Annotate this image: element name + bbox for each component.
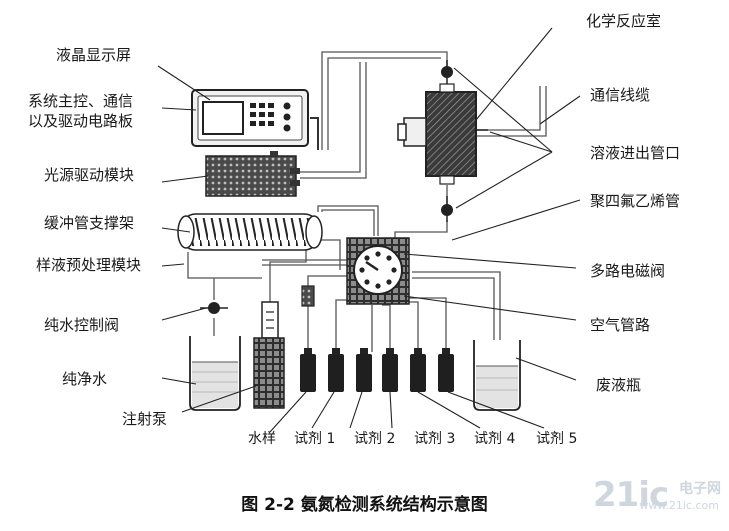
label-reagent-4: 试剂 4 xyxy=(474,431,516,447)
label-sample: 水样 xyxy=(248,431,276,447)
label-buffer-support: 缓冲管支撑架 xyxy=(44,214,135,232)
main-control-unit xyxy=(191,89,309,147)
watermark-logo: 21ic xyxy=(593,475,669,515)
label-main-control-line1: 系统主控、通信 xyxy=(28,92,134,110)
figure-caption: 图 2-2 氨氮检测系统结构示意图 xyxy=(241,495,488,515)
bottle-reagent-4 xyxy=(410,348,426,392)
tubing-network xyxy=(187,51,547,352)
label-air-path: 空气管路 xyxy=(590,316,651,334)
label-main-control-line2: 以及驱动电路板 xyxy=(28,112,134,130)
watermark: 21ic 电子网 www.21ic.com xyxy=(593,478,723,522)
pinch-valve-top xyxy=(441,60,453,84)
label-comm-cable: 通信线缆 xyxy=(590,86,651,104)
leader-lines xyxy=(157,27,581,433)
label-multi-valve: 多路电磁阀 xyxy=(590,262,666,280)
chemical-reactor xyxy=(397,83,488,185)
syringe-pump xyxy=(253,301,285,409)
keypad xyxy=(250,102,291,132)
label-reactor: 化学反应室 xyxy=(586,12,662,30)
label-reagent-5: 试剂 5 xyxy=(536,431,578,447)
label-pipe-io: 溶液进出管口 xyxy=(590,144,681,162)
label-reagent-1: 试剂 1 xyxy=(294,431,336,447)
pretreat-module xyxy=(301,285,315,307)
bottle-reagent-1 xyxy=(328,348,344,392)
buffer-coil xyxy=(177,213,323,251)
pure-water-beaker xyxy=(189,336,241,411)
label-waste: 废液瓶 xyxy=(596,376,642,394)
light-driver-module xyxy=(205,151,300,197)
bottle-reagent-3 xyxy=(382,348,398,392)
pinch-valve-bottom xyxy=(441,196,453,222)
watermark-sub: 电子网 xyxy=(679,481,721,497)
label-pure-valve: 纯水控制阀 xyxy=(44,316,120,334)
waste-beaker xyxy=(473,340,521,411)
lcd-screen xyxy=(202,101,244,135)
bottle-reagent-5 xyxy=(438,348,454,392)
label-reagent-3: 试剂 3 xyxy=(414,431,456,447)
multi-way-valve xyxy=(346,237,410,305)
label-pretreat: 样液预处理模块 xyxy=(36,256,142,274)
label-pure-water: 纯净水 xyxy=(62,370,108,388)
label-syringe-pump: 注射泵 xyxy=(122,410,168,428)
label-ptfe-tube: 聚四氟乙烯管 xyxy=(590,192,681,210)
label-reagent-2: 试剂 2 xyxy=(354,431,396,447)
watermark-url: www.21ic.com xyxy=(639,499,719,512)
bottle-reagent-2 xyxy=(356,348,372,392)
label-lcd: 液晶显示屏 xyxy=(56,46,132,64)
bottle-sample xyxy=(300,348,316,392)
label-light-driver: 光源驱动模块 xyxy=(44,166,135,184)
